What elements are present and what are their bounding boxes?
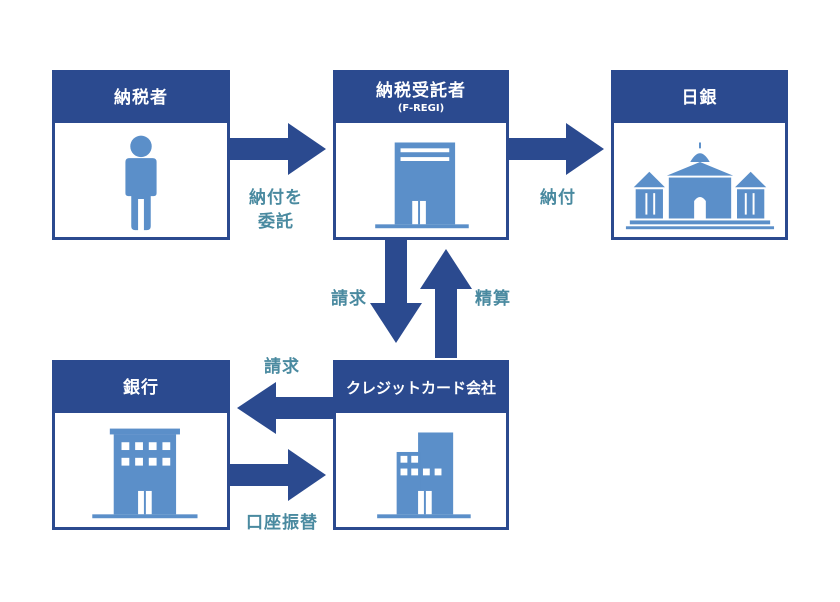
taxpayer-title: 納税者 (114, 88, 168, 108)
arrow-creditcard-to-bank (237, 382, 334, 434)
bank-title: 銀行 (123, 378, 159, 398)
taxpayer-header: 納税者 (55, 73, 227, 123)
label-pay: 納付 (540, 188, 576, 208)
company-building-icon (336, 413, 506, 527)
label-entrust: 納付を 委託 (236, 186, 316, 234)
trustee-title: 納税受託者 (376, 81, 466, 101)
arrow-bank-to-creditcard (229, 449, 326, 501)
trustee-box: 納税受託者 (F-REGI) (333, 70, 509, 240)
label-entrust-line2: 委託 (258, 212, 294, 232)
arrow-creditcard-to-trustee (420, 249, 472, 358)
creditcard-box: クレジットカード会社 (333, 360, 509, 530)
creditcard-header: クレジットカード会社 (336, 363, 506, 413)
bank-of-japan-building-icon (614, 123, 785, 237)
label-settlement: 精算 (475, 289, 511, 309)
bank-header: 銀行 (55, 363, 227, 413)
office-building-icon (336, 123, 506, 237)
trustee-header: 納税受託者 (F-REGI) (336, 73, 506, 123)
trustee-subtitle: (F-REGI) (397, 103, 445, 114)
label-entrust-line1: 納付を (249, 188, 303, 208)
creditcard-title: クレジットカード会社 (345, 379, 496, 397)
label-transfer: 口座振替 (246, 513, 318, 533)
arrow-trustee-to-creditcard (370, 240, 422, 343)
boj-header: 日銀 (614, 73, 785, 123)
boj-title: 日銀 (681, 88, 718, 108)
arrow-trustee-to-boj (508, 123, 604, 175)
bank-box: 銀行 (52, 360, 230, 530)
person-icon (55, 123, 227, 237)
bank-building-icon (55, 413, 227, 527)
arrow-taxpayer-to-trustee (229, 123, 326, 175)
label-request-left: 請求 (264, 357, 300, 377)
taxpayer-box: 納税者 (52, 70, 230, 240)
label-request-down: 請求 (331, 289, 367, 309)
boj-box: 日銀 (611, 70, 788, 240)
